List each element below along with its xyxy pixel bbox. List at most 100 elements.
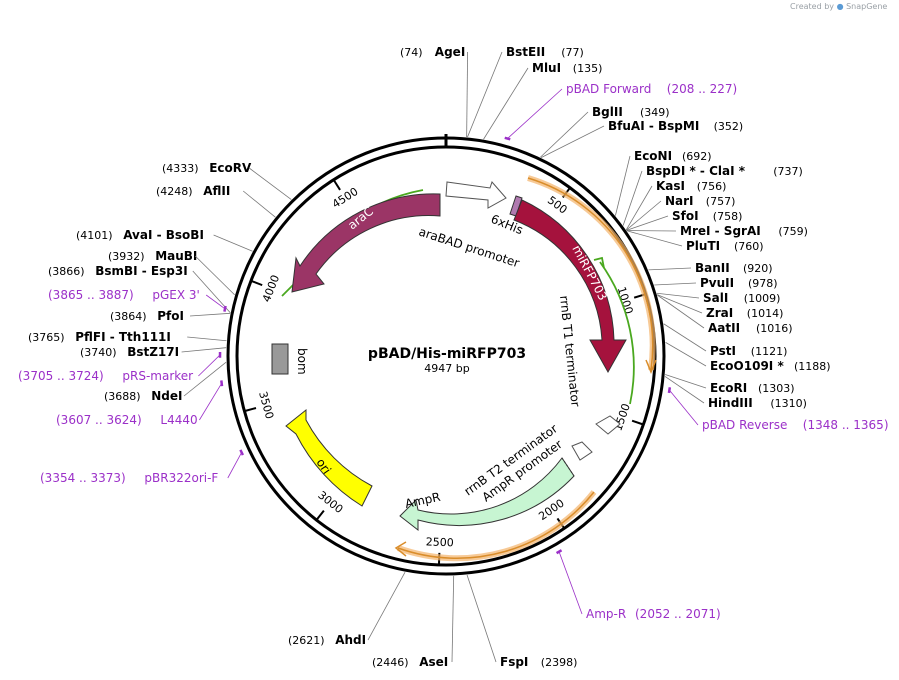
enzyme-position: (4333) xyxy=(162,162,199,175)
primer-mark xyxy=(555,549,563,555)
enzyme-site[interactable]: (692) EcoNI xyxy=(634,149,712,163)
enzyme-site[interactable]: (3765)PflFI - Tth111I xyxy=(28,330,171,344)
enzyme-name: BstZ17I xyxy=(127,345,179,359)
primer-site[interactable]: pBAD Forward(208 .. 227) xyxy=(566,82,737,96)
enzyme-site[interactable]: (4101)AvaI - BsoBI xyxy=(76,228,204,242)
snapgene-logo: ● xyxy=(836,2,844,11)
enzyme-leader-line xyxy=(192,270,231,314)
enzyme-leader-line xyxy=(540,111,589,158)
enzyme-leader-line xyxy=(189,312,231,317)
enzyme-leader-line xyxy=(625,185,653,231)
enzyme-site[interactable]: (920)BanII xyxy=(695,261,773,275)
enzyme-name: HindIII xyxy=(708,396,753,410)
primer-site[interactable]: pBAD Reverse(1348 .. 1365) xyxy=(702,418,889,432)
primer-name: pRS-marker xyxy=(122,369,193,383)
enzyme-name: PstI xyxy=(710,344,736,358)
enzyme-name: SalI xyxy=(703,291,728,305)
enzyme-position: (978) xyxy=(748,277,778,290)
rrnb-t1-label: rrnB T1 terminator xyxy=(557,295,583,408)
enzyme-position: (74) xyxy=(400,46,423,59)
tick-label: 4000 xyxy=(260,273,282,304)
enzyme-position: (3932) xyxy=(108,250,145,263)
tick-label: 3000 xyxy=(315,489,345,517)
enzyme-leader-line xyxy=(626,200,662,231)
enzyme-name: BglII xyxy=(592,105,623,119)
enzyme-site[interactable]: (1310)HindIII xyxy=(708,396,807,410)
enzyme-name: PvuII xyxy=(700,276,734,290)
enzyme-site[interactable]: (3864)PfoI xyxy=(110,309,184,323)
enzyme-site[interactable]: (2621)AhdI xyxy=(288,633,366,647)
enzyme-site[interactable]: (3740)BstZ17I xyxy=(80,345,179,359)
enzyme-name: EcoRI xyxy=(710,381,747,395)
primer-mark xyxy=(504,136,511,141)
enzyme-site[interactable]: (737)BspDI * - ClaI * xyxy=(646,164,803,178)
enzyme-site[interactable]: (2446) AseI xyxy=(372,655,448,669)
enzyme-site[interactable]: (756)KasI xyxy=(656,179,726,193)
enzyme-site[interactable]: (4248)AflII xyxy=(156,184,230,198)
enzyme-site[interactable]: (757)NarI xyxy=(665,194,735,208)
feature-ori[interactable]: ori xyxy=(285,408,373,507)
enzyme-site[interactable]: (135)MluI xyxy=(532,61,602,75)
primer-site[interactable]: pRS-marker(3705 .. 3724) xyxy=(18,369,193,383)
site-labels: (74) AgeI (77)BstEII (135)MluI (349) BglII(35… xyxy=(18,45,889,669)
primer-site[interactable]: L4440(3607 .. 3624) xyxy=(56,413,198,427)
enzyme-site[interactable]: (1188)EcoO109I * xyxy=(710,359,831,373)
enzyme-position: (4248) xyxy=(156,185,193,198)
feature-bom[interactable]: bom xyxy=(271,343,309,375)
primer-mark xyxy=(223,305,227,312)
enzyme-name: AgeI xyxy=(435,45,465,59)
enzyme-position: (2446) xyxy=(372,656,409,669)
enzyme-name: PluTI xyxy=(686,239,720,253)
primer-leader-line xyxy=(507,88,563,139)
enzyme-site[interactable]: (349) BglII xyxy=(592,105,670,119)
enzyme-site[interactable]: (352)BfuAI - BspMI xyxy=(608,119,743,133)
enzyme-site[interactable]: (4333)EcoRV xyxy=(162,161,252,175)
enzyme-name: ZraI xyxy=(706,306,733,320)
enzyme-site[interactable]: (1016)AatII xyxy=(708,321,793,335)
enzyme-position: (692) xyxy=(682,150,712,163)
primer-range: (3865 .. 3887) xyxy=(48,288,134,302)
enzyme-site[interactable]: (758)SfoI xyxy=(672,209,742,223)
enzyme-site[interactable]: (978) PvuII xyxy=(700,276,778,290)
enzyme-position: (349) xyxy=(640,106,670,119)
enzyme-position: (1016) xyxy=(756,322,793,335)
primer-mark xyxy=(239,449,244,456)
primer-site[interactable]: pGEX 3' (3865 .. 3887) xyxy=(48,288,200,302)
primer-range: (2052 .. 2071) xyxy=(635,607,721,621)
enzyme-site[interactable]: (74) AgeI xyxy=(400,45,465,59)
enzyme-name: PflFI - Tth111I xyxy=(75,330,171,344)
primer-site[interactable]: pBR322ori-F(3354 .. 3373) xyxy=(40,471,218,485)
enzyme-site[interactable]: (2398)FspI xyxy=(500,655,577,669)
primer-site[interactable]: Amp-R(2052 .. 2071) xyxy=(586,607,721,621)
primer-name: pGEX 3' xyxy=(152,288,199,302)
tick-label: 4500 xyxy=(330,185,361,211)
enzyme-leader-line xyxy=(657,294,705,329)
enzyme-name: EcoNI xyxy=(634,149,672,163)
enzyme-name: SfoI xyxy=(672,209,699,223)
enzyme-site[interactable]: (760)PluTI xyxy=(686,239,764,253)
enzyme-name: AseI xyxy=(419,655,448,669)
tick-mark xyxy=(251,280,263,287)
enzyme-site[interactable]: (3932)MauBI xyxy=(108,249,197,263)
enzyme-site[interactable]: (1014)ZraI xyxy=(706,306,783,320)
primer-leader-line xyxy=(669,389,699,426)
enzyme-site[interactable]: (1303)EcoRI xyxy=(710,381,795,395)
enzyme-name: NdeI xyxy=(151,389,182,403)
primer-name: pBAD Forward xyxy=(566,82,651,96)
enzyme-site[interactable]: (77)BstEII xyxy=(506,45,584,59)
enzyme-leader-line xyxy=(183,361,227,397)
enzyme-site[interactable]: (3866)BsmBI - Esp3I xyxy=(48,264,188,278)
enzyme-position: (759) xyxy=(778,225,808,238)
enzyme-position: (1009) xyxy=(744,292,781,305)
enzyme-position: (756) xyxy=(697,180,727,193)
primer-range: (3354 .. 3373) xyxy=(40,471,126,485)
enzyme-site[interactable]: (3688)NdeI xyxy=(104,389,182,403)
enzyme-name: PfoI xyxy=(157,309,184,323)
enzyme-site[interactable]: (1009) SalI xyxy=(703,291,780,305)
enzyme-site[interactable]: (1121)PstI xyxy=(710,344,787,358)
feature-arac[interactable]: araC xyxy=(281,189,441,297)
feature-mirfp703[interactable]: miRFP703 xyxy=(513,175,657,374)
tick-mark xyxy=(631,419,643,426)
enzyme-leader-line xyxy=(181,347,227,353)
enzyme-site[interactable]: (759)MreI - SgrAI xyxy=(680,224,808,238)
